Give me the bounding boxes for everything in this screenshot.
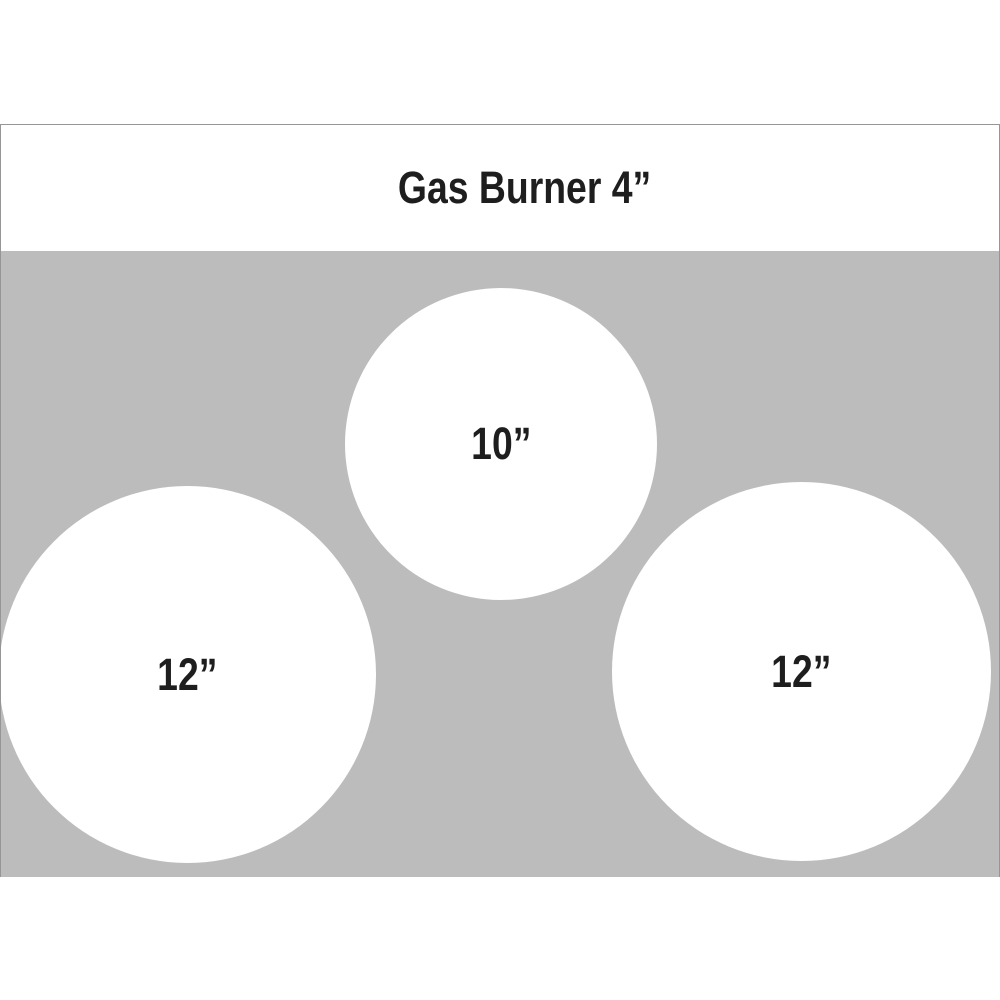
burner-size-label: 12” — [771, 645, 832, 697]
diagram-header: Gas Burner 4” — [1, 125, 999, 251]
burner-size-label: 12” — [157, 648, 218, 700]
burner-diagram: Gas Burner 4” 10” 12” 12” — [0, 124, 1000, 877]
burner-circle-12-right: 12” — [612, 482, 991, 861]
burner-circle-10-center: 10” — [345, 288, 657, 600]
burner-circle-12-left: 12” — [1, 486, 376, 863]
cooktop-surface: 10” 12” 12” — [1, 251, 999, 877]
burner-size-label: 10” — [470, 418, 532, 469]
diagram-title: Gas Burner 4” — [398, 162, 652, 213]
